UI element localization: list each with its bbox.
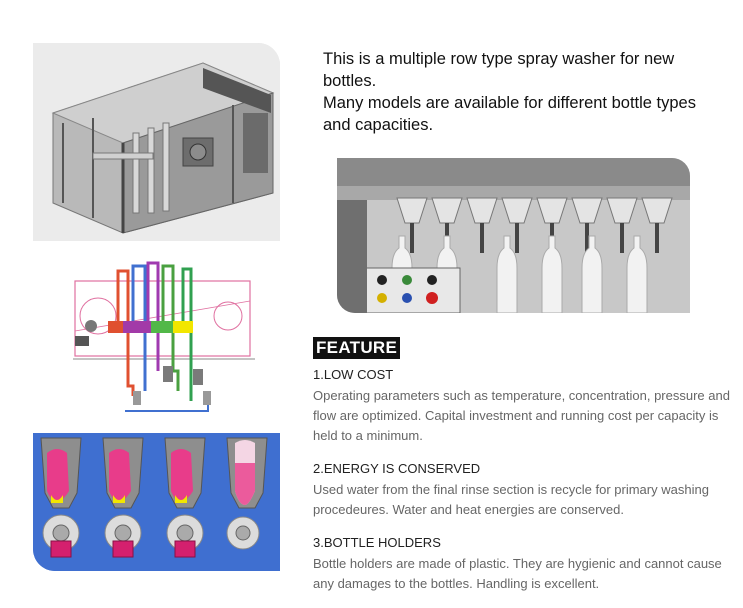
feature-body: Used water from the final rinse section … (313, 482, 709, 517)
water-flow-diagram (33, 241, 280, 433)
feature-list: 1.LOW COST Operating parameters such as … (313, 366, 733, 608)
feature-item-bottle-holders: 3.BOTTLE HOLDERS Bottle holders are made… (313, 534, 733, 594)
feature-body: Operating parameters such as temperature… (313, 388, 730, 443)
bottle-holder-illustration (33, 433, 280, 571)
feature-body: Bottle holders are made of plastic. They… (313, 556, 722, 591)
feature-item-low-cost: 1.LOW COST Operating parameters such as … (313, 366, 733, 446)
intro-text: This is a multiple row type spray washer… (323, 48, 723, 136)
feature-title: FEATURE (313, 337, 401, 359)
feature-heading: 2.ENERGY IS CONSERVED (313, 461, 481, 476)
feature-heading: 1.LOW COST (313, 367, 394, 382)
intro-line-2: Many models are available for different … (323, 94, 696, 134)
left-image-column (33, 43, 280, 571)
intro-line-1: This is a multiple row type spray washer… (323, 50, 675, 90)
feature-item-energy: 2.ENERGY IS CONSERVED Used water from th… (313, 460, 733, 520)
machine-photo (33, 43, 280, 241)
feature-heading: 3.BOTTLE HOLDERS (313, 535, 441, 550)
bottle-rows-closeup-photo (337, 158, 690, 313)
